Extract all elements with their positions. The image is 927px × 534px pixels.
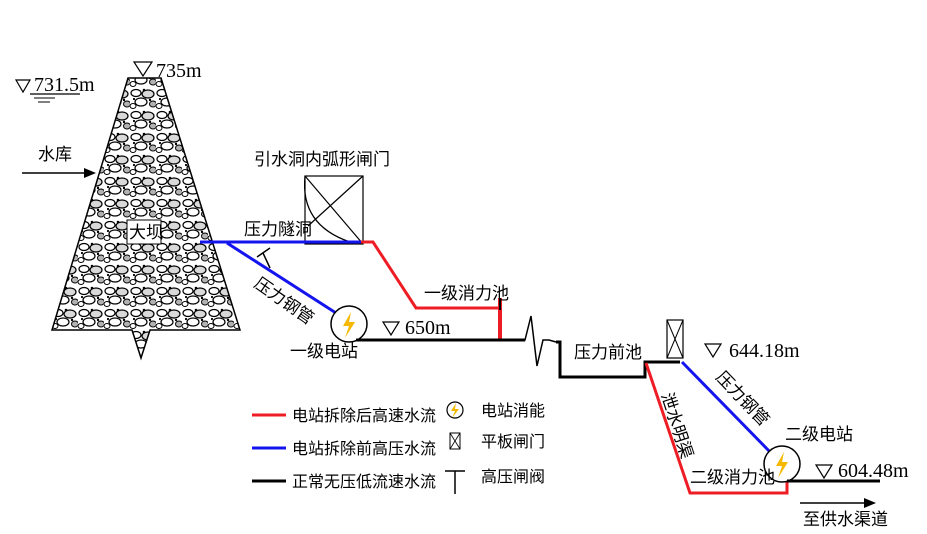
legend-blue-label: 电站拆除前高压水流 bbox=[292, 439, 436, 458]
flat-gate-icon bbox=[449, 432, 461, 450]
penstock1-label: 压力钢管 bbox=[250, 274, 317, 329]
legend-black-label: 正常无压低流速水流 bbox=[292, 472, 436, 491]
dam-body bbox=[50, 77, 242, 361]
legend-red-label: 电站拆除后高速水流 bbox=[292, 406, 436, 425]
water-level-triangle-icon bbox=[14, 79, 80, 103]
water-level-triangle-icon bbox=[814, 464, 834, 480]
flow-arrow-icon bbox=[22, 168, 96, 178]
dam-crest-text: 735m bbox=[156, 60, 202, 82]
basin1-label: 一级消力池 bbox=[424, 284, 509, 304]
forebay-label: 压力前池 bbox=[574, 343, 642, 363]
valve-icon bbox=[256, 247, 271, 269]
legend-flat-gate-label: 平板闸门 bbox=[481, 432, 545, 451]
legend: 电站拆除后高速水流 电站拆除前高压水流 正常无压低流速水流 电站消能 平板闸门 … bbox=[252, 401, 545, 494]
station2-symbol bbox=[763, 445, 801, 483]
dam-label-box bbox=[126, 219, 162, 245]
basin2-label: 二级消力池 bbox=[690, 468, 775, 488]
station1-elev-text: 650m bbox=[405, 317, 451, 339]
radial-gate-icon bbox=[303, 175, 364, 245]
pressure-tunnel-label: 压力隧洞 bbox=[244, 220, 312, 240]
flow-arrow-icon bbox=[800, 498, 876, 508]
station1-symbol bbox=[330, 305, 368, 343]
outlet-elev-text: 604.48m bbox=[838, 460, 909, 482]
water-level-triangle-icon bbox=[703, 343, 723, 359]
flat-gate-icon bbox=[666, 319, 684, 359]
water-level-triangle-icon bbox=[381, 321, 401, 337]
forebay-elev-text: 644.18m bbox=[729, 340, 800, 362]
lightning-icon bbox=[343, 312, 355, 338]
station2-label: 二级电站 bbox=[785, 425, 853, 445]
penstock2-line bbox=[680, 360, 775, 457]
legend-station-label: 电站消能 bbox=[481, 401, 545, 420]
lightning-icon bbox=[776, 452, 788, 478]
penstock2-label: 压力钢管 bbox=[711, 368, 773, 431]
open-channel-label: 泄水明渠 bbox=[656, 390, 696, 461]
lightning-icon bbox=[446, 401, 464, 419]
station1-label: 一级电站 bbox=[290, 342, 358, 362]
valve-icon bbox=[445, 470, 465, 494]
high-speed-flow-1 bbox=[361, 240, 500, 310]
to-canal-label: 至供水渠道 bbox=[803, 510, 888, 530]
radial-gate-label: 引水洞内弧形闸门 bbox=[254, 150, 390, 170]
penstock1-line bbox=[226, 241, 337, 315]
reservoir-label: 水库 bbox=[38, 145, 72, 165]
reservoir-level-text: 731.5m bbox=[34, 74, 95, 96]
water-level-triangle-icon bbox=[132, 61, 154, 78]
dam-label: 大坝 bbox=[129, 223, 163, 243]
open-channel-line bbox=[644, 362, 789, 495]
break-symbol bbox=[500, 315, 557, 367]
legend-valve-label: 高压闸阀 bbox=[481, 467, 545, 486]
channel-to-forebay bbox=[556, 340, 680, 379]
